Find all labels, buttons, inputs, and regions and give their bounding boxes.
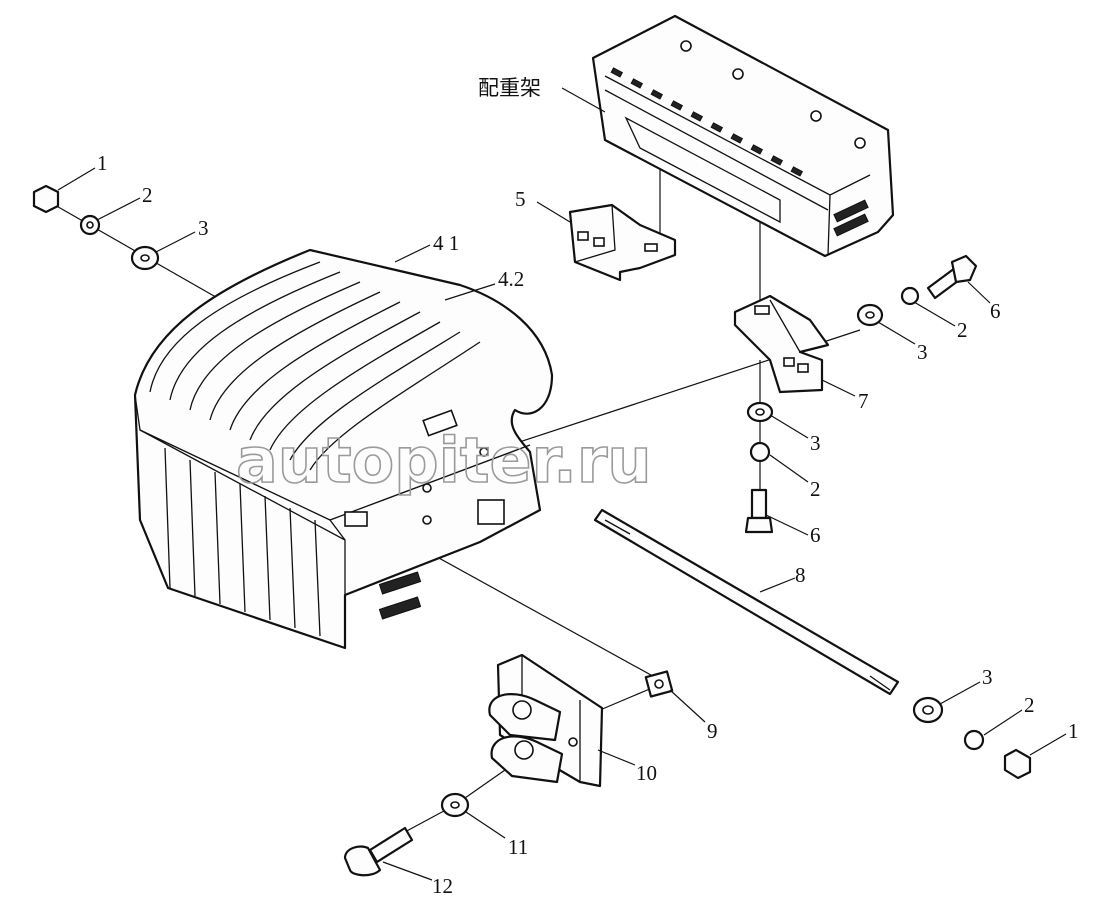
nut-1-low: [1003, 748, 1032, 780]
washer-2-mid: [749, 441, 771, 463]
callout-3-low: 3: [982, 665, 993, 689]
callout-2-mid: 2: [810, 477, 821, 501]
callout-6-upper: 6: [990, 299, 1001, 323]
callout-6-mid: 6: [810, 523, 821, 547]
callout-2-upper: 2: [957, 318, 968, 342]
counterweight-block: [133, 248, 554, 650]
callout-3-upper: 3: [917, 340, 928, 364]
callout-12: 12: [432, 874, 453, 898]
bracket-5: [568, 203, 677, 282]
callout-10: 10: [636, 761, 657, 785]
callout-11: 11: [508, 835, 528, 859]
callout-3-mid: 3: [810, 431, 821, 455]
callout-1-top: 1: [97, 151, 108, 175]
callout-2-top: 2: [142, 183, 153, 207]
callout-leaders: [57, 87, 1067, 881]
callout-3-top: 3: [198, 216, 209, 240]
nut-1-top: [32, 184, 60, 214]
tow-bracket-10: [488, 653, 604, 788]
callout-labels: 配重架 1 2 3 4 1 4.2 5 6 2 3 7 3 2 6 8 3 2 …: [97, 76, 1079, 898]
counterweight-frame: [591, 14, 895, 258]
washer-2-low: [963, 729, 985, 751]
callout-1-low: 1: [1068, 719, 1079, 743]
callout-7: 7: [858, 389, 869, 413]
callout-4-2: 4.2: [498, 267, 524, 291]
label-counterweight-frame: 配重架: [478, 76, 541, 100]
callout-9: 9: [707, 719, 718, 743]
fasteners: [32, 184, 1032, 877]
watermark: autopiter.ru: [236, 424, 652, 497]
callout-4-1: 4 1: [433, 231, 459, 255]
bolt-6-mid: [750, 488, 768, 520]
callout-8: 8: [795, 563, 806, 587]
threaded-rod-8: [593, 508, 900, 696]
bolt-12: [368, 826, 414, 864]
washer-2-upper: [900, 286, 920, 306]
bracket-7: [733, 294, 830, 394]
callout-2-low: 2: [1024, 693, 1035, 717]
callout-5: 5: [515, 187, 526, 211]
